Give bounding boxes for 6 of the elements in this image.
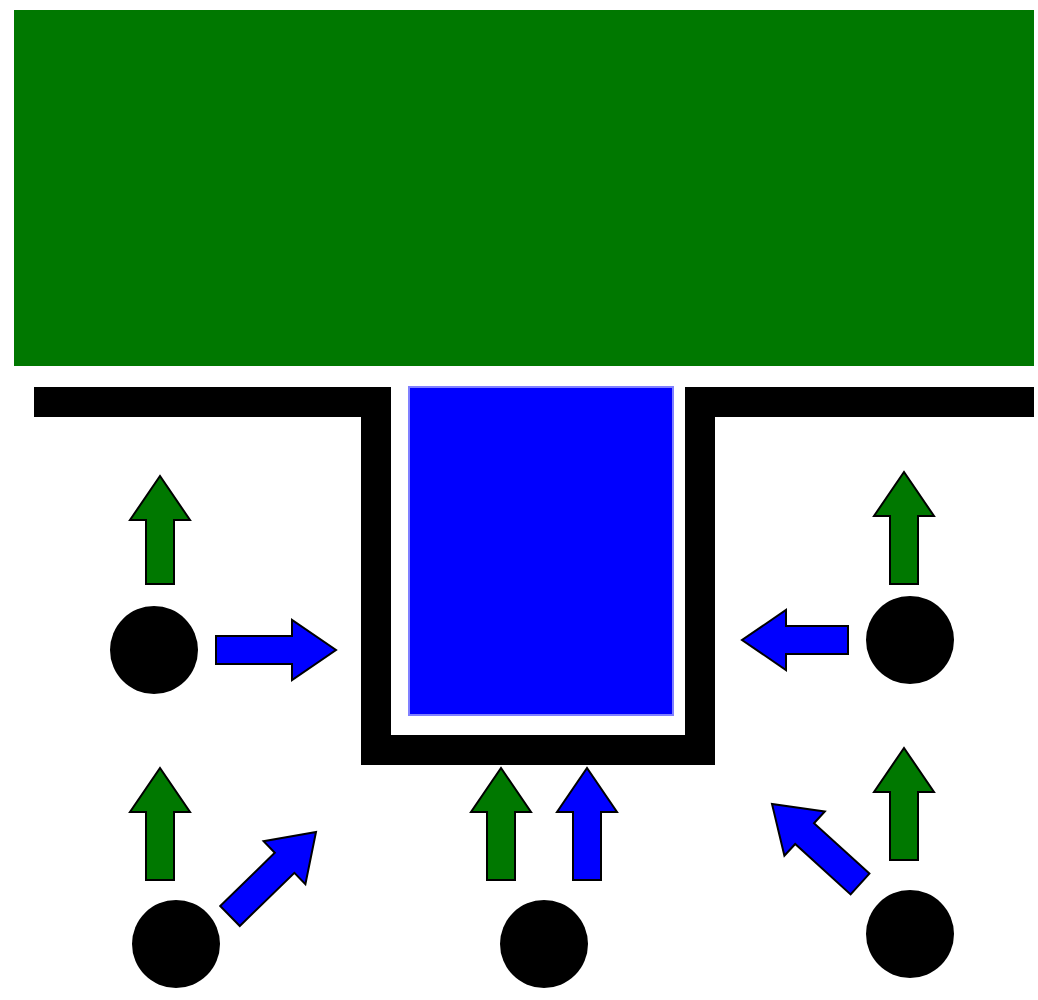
block-arrow: [740, 608, 849, 672]
inner-block: [408, 386, 674, 716]
block-arrow: [555, 766, 619, 881]
top-block: [14, 10, 1034, 366]
block-arrow: [215, 618, 338, 682]
block-arrow: [469, 766, 533, 881]
